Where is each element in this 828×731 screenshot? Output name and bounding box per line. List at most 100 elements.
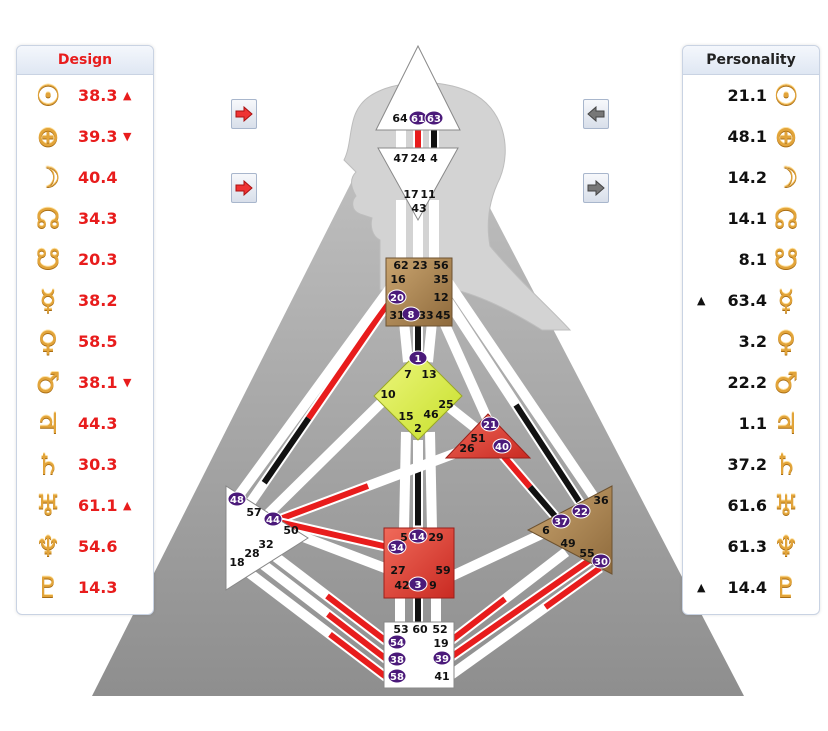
channel-30-41-activation (543, 565, 602, 610)
gate-35[interactable]: 35 (433, 273, 448, 286)
gate-54[interactable]: 54 (390, 638, 404, 649)
personality-activation-value: 61.3 (727, 537, 767, 556)
design-row: ♂38.1▼ (17, 363, 153, 404)
gate-2[interactable]: 2 (414, 422, 422, 435)
venus-icon: ♀ (775, 325, 797, 358)
personality-row: ♂22.2 (683, 363, 819, 404)
jupiter-icon: ♃ (773, 407, 799, 440)
design-forward-step-button[interactable] (231, 173, 257, 203)
gate-53[interactable]: 53 (393, 623, 408, 636)
design-row: ☽40.4 (17, 158, 153, 199)
gate-49[interactable]: 49 (560, 537, 575, 550)
gate-31[interactable]: 31 (389, 309, 404, 322)
gate-34[interactable]: 34 (390, 543, 404, 554)
channel-55-39-activation (442, 557, 592, 665)
gate-48[interactable]: 48 (230, 495, 244, 506)
gate-46[interactable]: 46 (423, 408, 439, 421)
gate-9[interactable]: 9 (429, 579, 437, 592)
gate-55[interactable]: 55 (579, 547, 594, 560)
design-row: ☿38.2 (17, 281, 153, 322)
gate-43[interactable]: 43 (411, 202, 426, 215)
gate-26[interactable]: 26 (459, 442, 475, 455)
gate-13[interactable]: 13 (421, 368, 436, 381)
gate-36[interactable]: 36 (593, 494, 609, 507)
design-panel: Design ☉38.3▲⊕39.3▼☽40.4☊34.3☋20.3☿38.2♀… (16, 45, 154, 615)
gate-7[interactable]: 7 (404, 368, 412, 381)
gate-16[interactable]: 16 (390, 273, 406, 286)
gate-11[interactable]: 11 (420, 188, 435, 201)
gate-41[interactable]: 41 (434, 670, 449, 683)
design-activation-value: 30.3 (78, 455, 118, 474)
gate-18[interactable]: 18 (229, 556, 244, 569)
gate-51[interactable]: 51 (470, 432, 485, 445)
personality-forward-button[interactable] (583, 173, 609, 203)
gate-28[interactable]: 28 (244, 547, 259, 560)
gate-40[interactable]: 40 (495, 442, 509, 453)
gate-40-active-marker (492, 438, 512, 454)
gate-30-active-marker (591, 553, 611, 569)
personality-activation-value: 14.2 (727, 168, 767, 187)
design-forward-button[interactable] (231, 99, 257, 129)
gate-19[interactable]: 19 (433, 637, 448, 650)
design-activation-value: 58.5 (78, 332, 118, 351)
gate-10[interactable]: 10 (380, 388, 396, 401)
design-row: ☊34.3 (17, 199, 153, 240)
gate-58[interactable]: 58 (390, 672, 404, 683)
gate-63[interactable]: 63 (427, 114, 441, 125)
gate-25[interactable]: 25 (438, 398, 453, 411)
design-row: ♃44.3 (17, 404, 153, 445)
moon-icon: ☽ (773, 161, 799, 194)
gate-52[interactable]: 52 (432, 623, 447, 636)
solar-plexus-center (526, 485, 613, 575)
gate-4[interactable]: 4 (430, 152, 438, 165)
gate-17[interactable]: 17 (403, 188, 418, 201)
gate-64[interactable]: 64 (392, 112, 408, 125)
gate-62[interactable]: 62 (393, 259, 408, 272)
spleen-center (225, 485, 309, 591)
gate-45[interactable]: 45 (435, 309, 450, 322)
gate-42[interactable]: 42 (394, 579, 409, 592)
personality-activation-value: 63.4 (727, 291, 767, 310)
gate-33[interactable]: 33 (418, 309, 433, 322)
gate-6[interactable]: 6 (542, 524, 550, 537)
gate-22[interactable]: 22 (574, 507, 588, 518)
gate-60[interactable]: 60 (412, 623, 428, 636)
gate-1[interactable]: 1 (415, 354, 422, 365)
gate-12[interactable]: 12 (433, 291, 448, 304)
gate-59[interactable]: 59 (435, 564, 450, 577)
channel-46-29 (425, 431, 437, 531)
gate-20[interactable]: 20 (390, 293, 404, 304)
gate-29[interactable]: 29 (428, 531, 443, 544)
channel-32-54-activation (325, 593, 392, 647)
channel-31-7 (399, 321, 413, 363)
gate-15[interactable]: 15 (398, 410, 413, 423)
mercury-icon: ☿ (39, 284, 57, 317)
design-activation-value: 44.3 (78, 414, 118, 433)
gate-21[interactable]: 21 (483, 420, 497, 431)
personality-back-button[interactable] (583, 99, 609, 129)
gate-38[interactable]: 38 (390, 655, 404, 666)
gate-23[interactable]: 23 (412, 259, 427, 272)
gate-24[interactable]: 24 (410, 152, 426, 165)
gate-39[interactable]: 39 (435, 654, 449, 665)
gate-3[interactable]: 3 (415, 580, 422, 591)
gate-37[interactable]: 37 (554, 517, 568, 528)
gate-27[interactable]: 27 (390, 564, 405, 577)
gate-30[interactable]: 30 (594, 557, 608, 568)
gate-8[interactable]: 8 (408, 310, 415, 321)
gate-14[interactable]: 14 (411, 532, 425, 543)
gate-56[interactable]: 56 (433, 259, 449, 272)
gate-44[interactable]: 44 (266, 515, 280, 526)
personality-activation-value: 21.1 (727, 86, 767, 105)
design-activation-value: 40.4 (78, 168, 118, 187)
gate-5[interactable]: 5 (400, 531, 408, 544)
gate-47[interactable]: 47 (393, 152, 408, 165)
design-row: ♅61.1▲ (17, 486, 153, 527)
gate-37-active-marker (551, 513, 571, 529)
gate-32[interactable]: 32 (258, 538, 273, 551)
gate-57[interactable]: 57 (246, 506, 261, 519)
gate-50[interactable]: 50 (283, 524, 299, 537)
gate-14-active-marker (408, 528, 428, 544)
gate-61[interactable]: 61 (411, 114, 425, 125)
gray-arrow-right-icon (587, 180, 605, 196)
